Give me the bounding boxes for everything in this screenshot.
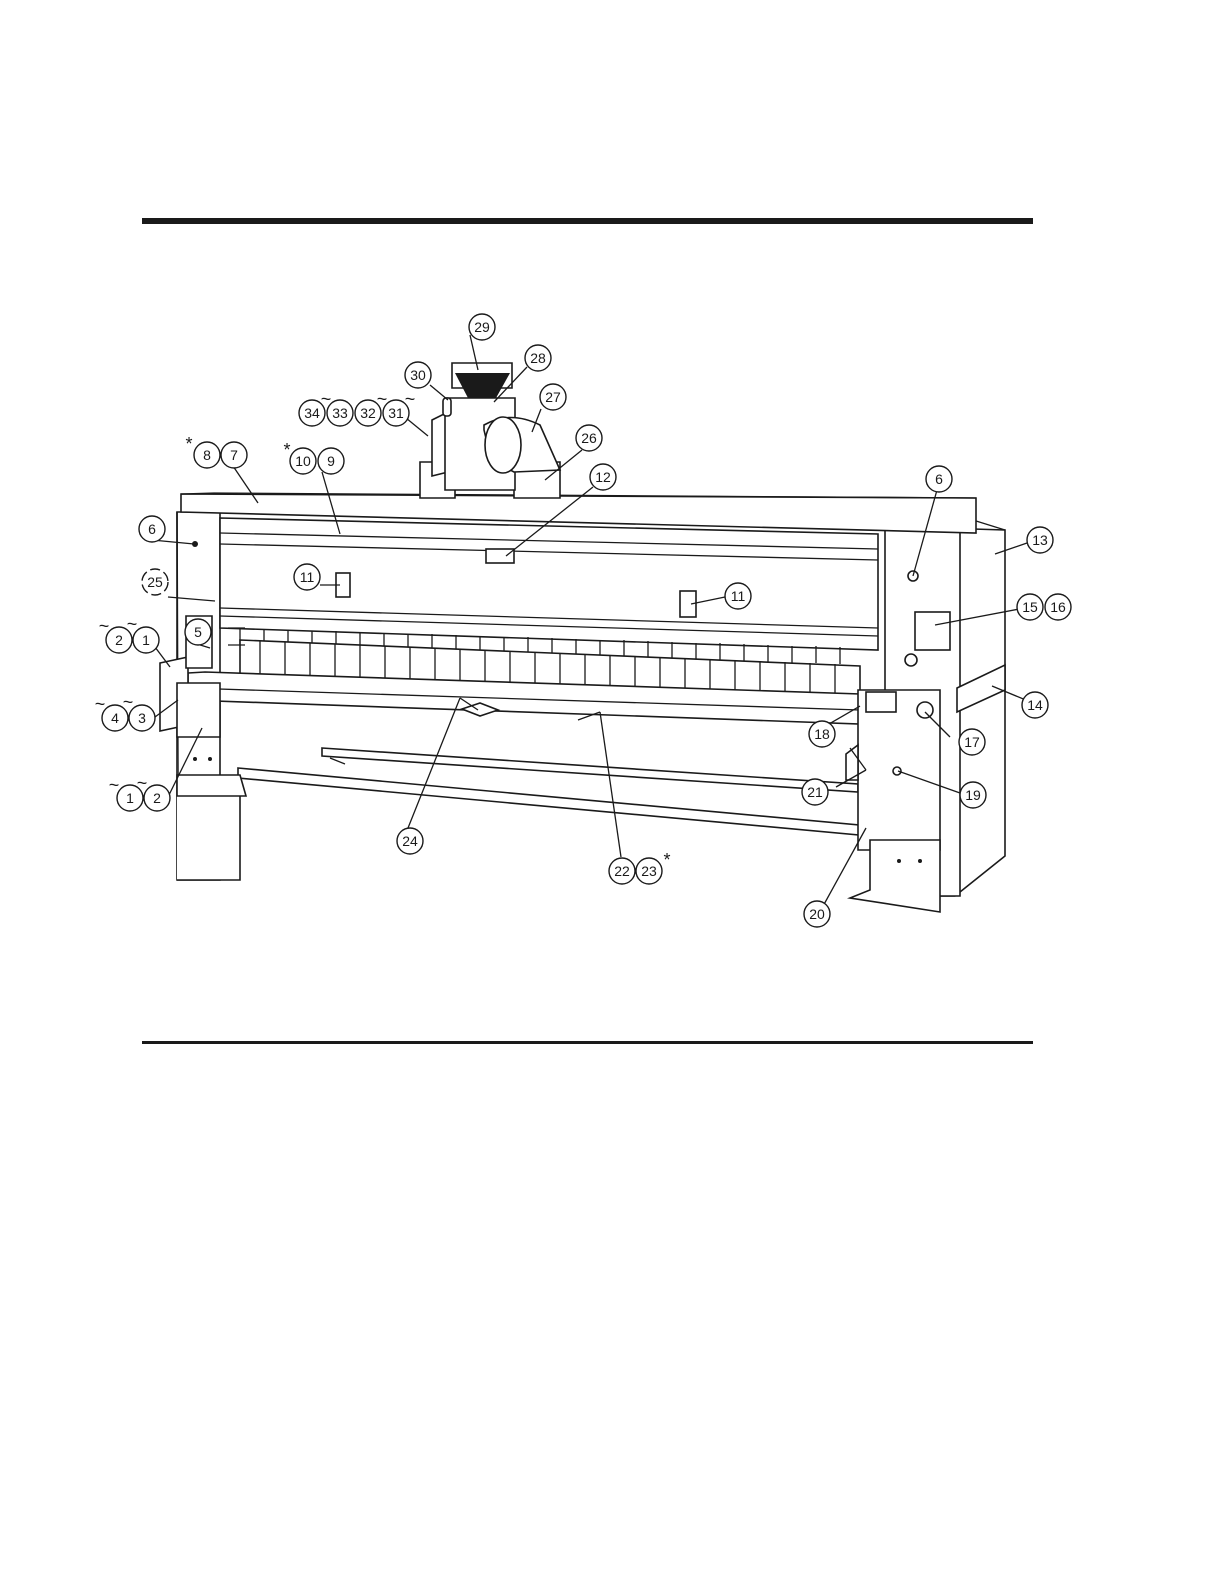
asterisk-mark-8: * [185, 434, 192, 454]
callout-30-number: 30 [410, 367, 426, 383]
callout-27-number: 27 [545, 389, 561, 405]
callout-23: 23 [636, 858, 662, 884]
tilde-mark-1-lower: ~ [109, 775, 120, 795]
callout-2-upper-number: 2 [115, 632, 123, 648]
callout-11-left: 11 [294, 564, 320, 590]
callout-8-number: 8 [203, 447, 211, 463]
callout-20: 20 [804, 901, 830, 927]
callout-27: 27 [540, 384, 566, 410]
callout-3-number: 3 [138, 710, 146, 726]
tilde-mark-3: ~ [123, 692, 134, 712]
callout-9: 9 [318, 448, 344, 474]
callout-5: 5 [185, 619, 211, 645]
tilde-mark-31b: ~ [405, 389, 416, 409]
callout-6-left-number: 6 [148, 521, 156, 537]
callout-12: 12 [590, 464, 616, 490]
callout-13: 13 [1027, 527, 1053, 553]
callout-26: 26 [576, 425, 602, 451]
callout-1-upper-number: 1 [142, 632, 150, 648]
callout-11-left-number: 11 [300, 569, 315, 585]
callout-17: 17 [959, 729, 985, 755]
callout-18-number: 18 [814, 726, 830, 742]
callout-18: 18 [809, 721, 835, 747]
callout-19-number: 19 [965, 787, 981, 803]
callout-11-right: 11 [725, 583, 751, 609]
callout-10-number: 10 [295, 453, 311, 469]
callout-2-lower: 2 [144, 785, 170, 811]
callout-9-number: 9 [327, 453, 335, 469]
asterisk-mark-10: * [283, 440, 290, 460]
callout-14: 14 [1022, 692, 1048, 718]
tilde-mark-31: ~ [377, 389, 388, 409]
callout-11-right-number: 11 [731, 588, 746, 604]
callout-5-number: 5 [194, 624, 202, 640]
tilde-mark-1-upper: ~ [127, 614, 138, 634]
callout-2-lower-number: 2 [153, 790, 161, 806]
callout-8: 8 [194, 442, 220, 468]
callout-30: 30 [405, 362, 431, 388]
callout-6-right-number: 6 [935, 471, 943, 487]
callout-6-left: 6 [139, 516, 165, 542]
callout-23-number: 23 [641, 863, 657, 879]
callout-24-number: 24 [402, 833, 418, 849]
callout-34-number: 34 [304, 405, 320, 421]
callout-21: 21 [802, 779, 828, 805]
callout-7: 7 [221, 442, 247, 468]
callout-22: 22 [609, 858, 635, 884]
callout-16: 16 [1045, 594, 1071, 620]
callout-24: 24 [397, 828, 423, 854]
callout-33-number: 33 [332, 405, 348, 421]
asterisk-mark-23: * [663, 850, 670, 870]
callout-19: 19 [960, 782, 986, 808]
callout-25: 25 [142, 569, 168, 595]
callout-13-number: 13 [1032, 532, 1048, 548]
callout-1-lower-number: 1 [126, 790, 134, 806]
callout-17-number: 17 [964, 734, 980, 750]
callout-15: 15 [1017, 594, 1043, 620]
callout-6-right: 6 [926, 466, 952, 492]
tilde-mark-2-lower: ~ [137, 773, 148, 793]
callout-28: 28 [525, 345, 551, 371]
callout-10: 10 [290, 448, 316, 474]
tilde-mark-33: ~ [321, 389, 332, 409]
callout-32-number: 32 [360, 405, 376, 421]
callout-14-number: 14 [1027, 697, 1043, 713]
callout-21-number: 21 [807, 784, 823, 800]
callout-20-number: 20 [809, 906, 825, 922]
callout-28-number: 28 [530, 350, 546, 366]
callout-29-number: 29 [474, 319, 490, 335]
callout-31-number: 31 [388, 405, 404, 421]
callout-22-number: 22 [614, 863, 630, 879]
callout-7-number: 7 [230, 447, 238, 463]
callout-15-number: 15 [1022, 599, 1038, 615]
callout-4-number: 4 [111, 710, 119, 726]
callout-16-number: 16 [1050, 599, 1066, 615]
callout-12-number: 12 [595, 469, 611, 485]
callout-26-number: 26 [581, 430, 597, 446]
tilde-mark-4: ~ [95, 694, 106, 714]
callout-25-number: 25 [147, 574, 163, 590]
callout-29: 29 [469, 314, 495, 340]
tilde-mark-2-upper: ~ [99, 616, 110, 636]
